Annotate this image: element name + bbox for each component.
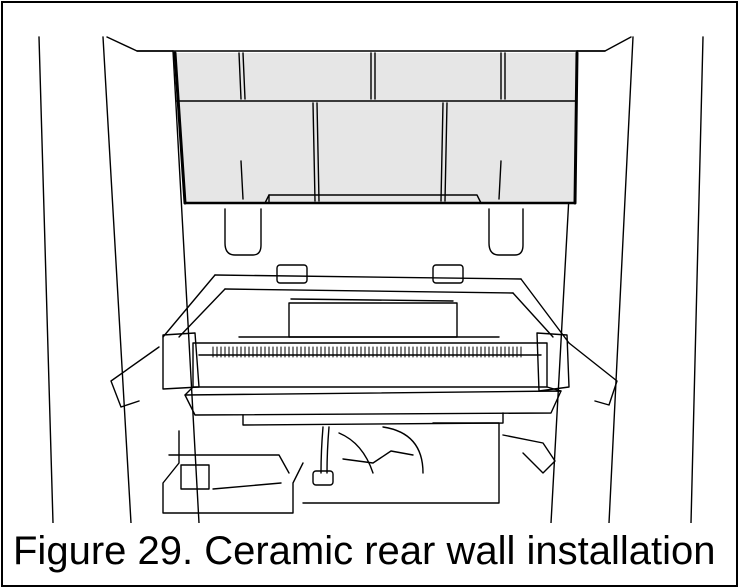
illustration-svg <box>38 36 704 523</box>
burner-ports <box>212 346 522 358</box>
figure-caption: Figure 29. Ceramic rear wall installatio… <box>13 529 716 573</box>
firebox-walls <box>38 36 704 523</box>
burner-assembly <box>110 264 618 426</box>
wall-brackets <box>224 208 524 256</box>
gas-valve-assembly <box>162 422 556 514</box>
ceramic-rear-wall <box>173 51 579 205</box>
fireplace-illustration <box>3 3 736 523</box>
